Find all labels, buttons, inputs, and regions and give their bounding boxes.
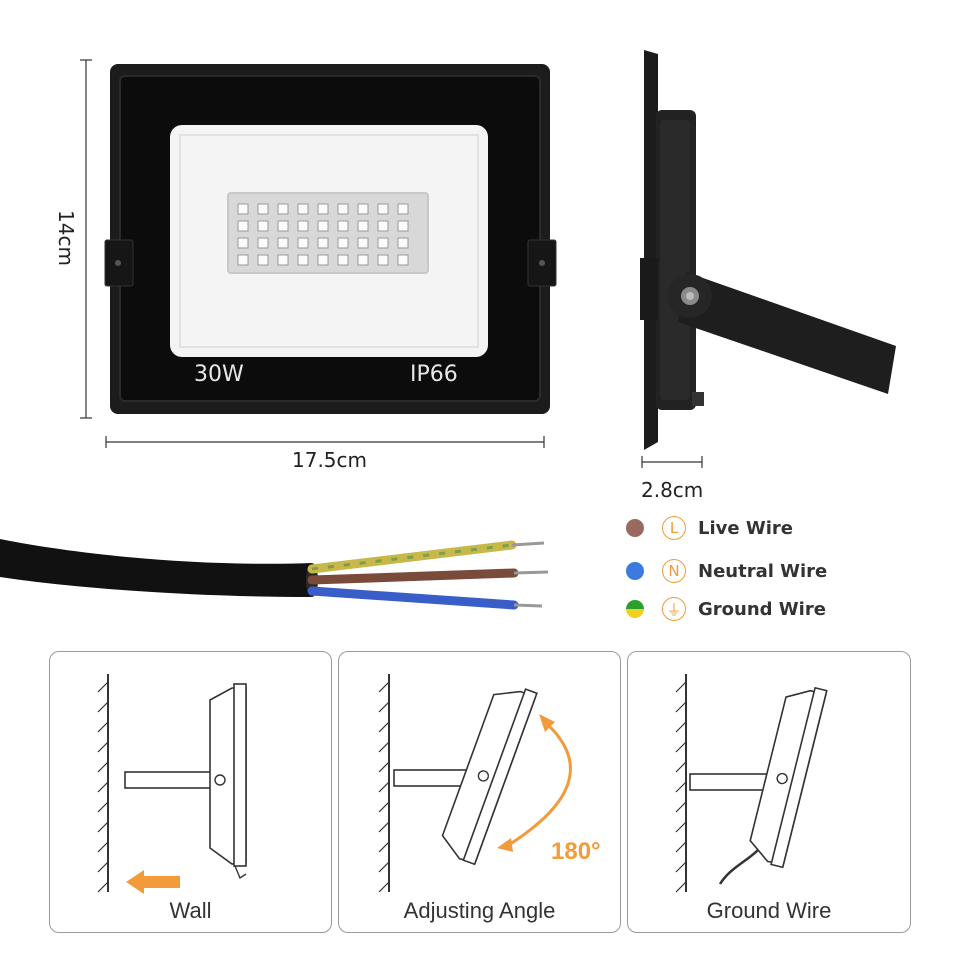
- height-label: 14cm: [53, 210, 78, 266]
- led-chip: [257, 254, 269, 266]
- led-chip: [317, 254, 329, 266]
- ground-symbol-icon: ⏚: [662, 597, 686, 621]
- led-chip: [297, 220, 309, 232]
- led-chip: [357, 237, 369, 249]
- led-chip: [277, 220, 289, 232]
- neutral-symbol-icon: N: [662, 559, 686, 583]
- panel-ground-wire: Ground Wire: [627, 651, 911, 933]
- led-chip: [237, 220, 249, 232]
- front-view: [80, 59, 557, 448]
- led-chip: [397, 254, 409, 266]
- led-chip: [337, 203, 349, 215]
- led-chip: [297, 237, 309, 249]
- led-chip: [337, 254, 349, 266]
- live-symbol-icon: L: [662, 516, 686, 540]
- width-label: 17.5cm: [292, 448, 368, 472]
- led-chip: [397, 220, 409, 232]
- power-label: 30W: [194, 362, 244, 387]
- depth-label: 2.8cm: [641, 478, 704, 502]
- ground-wire-swatch: [626, 600, 644, 618]
- led-chip: [357, 220, 369, 232]
- side-view: [640, 50, 896, 468]
- legend-neutral-wire: N Neutral Wire: [626, 556, 827, 586]
- legend-live-wire: L Live Wire: [626, 513, 793, 543]
- led-chip: [237, 254, 249, 266]
- led-chip: [257, 203, 269, 215]
- led-chip: [277, 254, 289, 266]
- angle-adjust-diagram: [378, 674, 572, 893]
- legend-ground-wire: ⏚ Ground Wire: [626, 594, 826, 624]
- ground-wire-diagram: [675, 674, 828, 893]
- ground-wire-label: Ground Wire: [698, 598, 826, 620]
- led-chip: [397, 203, 409, 215]
- led-chip: [377, 254, 389, 266]
- neutral-wire-swatch: [626, 562, 644, 580]
- led-chip: [377, 203, 389, 215]
- led-chip: [317, 237, 329, 249]
- led-chip: [337, 237, 349, 249]
- led-chip: [257, 220, 269, 232]
- led-chip: [357, 203, 369, 215]
- led-chip: [297, 254, 309, 266]
- led-chip: [317, 203, 329, 215]
- panel-wall: Wall: [49, 651, 332, 933]
- led-chip: [357, 254, 369, 266]
- angle-label: 180°: [551, 838, 601, 865]
- led-chip: [377, 237, 389, 249]
- led-chip: [377, 220, 389, 232]
- panel-adjusting-angle: 180° Adjusting Angle: [338, 651, 621, 933]
- panel-wall-label: Wall: [169, 898, 212, 923]
- wall-mount-diagram: [97, 674, 247, 894]
- rating-label: IP66: [410, 362, 458, 387]
- led-chip: [257, 237, 269, 249]
- led-chip: [237, 237, 249, 249]
- led-array: [237, 203, 409, 266]
- live-wire-swatch: [626, 519, 644, 537]
- led-chip: [237, 203, 249, 215]
- live-wire-label: Live Wire: [698, 517, 793, 539]
- led-chip: [277, 203, 289, 215]
- panel-angle-label: Adjusting Angle: [403, 898, 556, 923]
- led-chip: [277, 237, 289, 249]
- led-chip: [337, 220, 349, 232]
- neutral-wire-label: Neutral Wire: [698, 560, 828, 582]
- led-chip: [317, 220, 329, 232]
- arrow-left-icon: [126, 870, 180, 894]
- panel-ground-label: Ground Wire: [706, 898, 832, 923]
- power-cable: [0, 539, 549, 610]
- led-chip: [297, 203, 309, 215]
- led-chip: [397, 237, 409, 249]
